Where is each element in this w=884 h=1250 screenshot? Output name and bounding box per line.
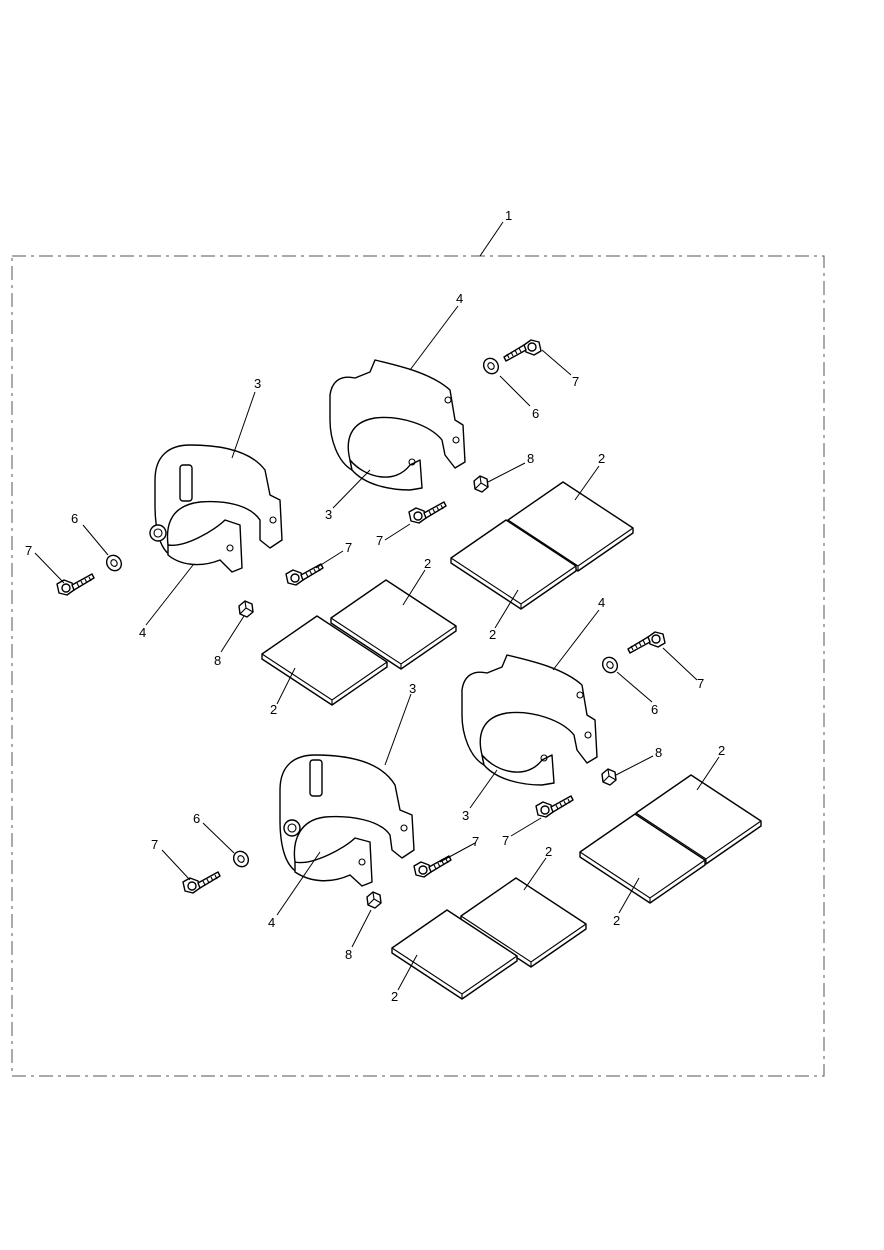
callout-2: 2 — [598, 451, 605, 466]
washer — [479, 354, 503, 378]
hex-nut — [238, 600, 254, 618]
callout-7: 7 — [502, 833, 509, 848]
exhaust-clamp — [149, 444, 283, 573]
hex-bolt — [408, 501, 447, 524]
callout-3: 3 — [254, 376, 261, 391]
callout-7: 7 — [572, 374, 579, 389]
exhaust-clamp — [329, 359, 466, 491]
hex-bolt — [182, 871, 221, 894]
callout-2: 2 — [489, 627, 496, 642]
exhaust-clamp — [461, 654, 598, 786]
callout-7: 7 — [697, 676, 704, 691]
callout-4: 4 — [139, 625, 146, 640]
callout-8: 8 — [655, 745, 662, 760]
callout-4: 4 — [598, 595, 605, 610]
callout-2: 2 — [424, 556, 431, 571]
hex-nut — [473, 475, 489, 493]
hex-bolt — [535, 795, 574, 818]
callout-6: 6 — [532, 406, 539, 421]
hex-bolt — [503, 339, 542, 362]
callout-2: 2 — [270, 702, 277, 717]
exhaust-clamp — [279, 754, 415, 887]
hex-bolt — [56, 573, 95, 596]
callout-2: 2 — [545, 844, 552, 859]
callout-8: 8 — [527, 451, 534, 466]
hex-nut — [601, 768, 617, 786]
callout-7: 7 — [376, 533, 383, 548]
callout-1: 1 — [505, 208, 512, 223]
callout-7: 7 — [345, 540, 352, 555]
callout-2: 2 — [718, 743, 725, 758]
callout-7: 7 — [472, 834, 479, 849]
hex-nut — [366, 891, 382, 909]
kit-boundary — [11, 255, 825, 1077]
leader-lines — [34, 221, 720, 991]
callout-2: 2 — [391, 989, 398, 1004]
hex-bolt — [627, 631, 666, 654]
callout-6: 6 — [193, 811, 200, 826]
callout-4: 4 — [268, 915, 275, 930]
callout-7: 7 — [25, 543, 32, 558]
washer — [102, 551, 126, 575]
callout-6: 6 — [651, 702, 658, 717]
callout-3: 3 — [462, 808, 469, 823]
callout-7: 7 — [151, 837, 158, 852]
callout-6: 6 — [71, 511, 78, 526]
callout-4: 4 — [456, 291, 463, 306]
washer — [229, 847, 253, 871]
callout-3: 3 — [325, 507, 332, 522]
callout-3: 3 — [409, 681, 416, 696]
callout-8: 8 — [345, 947, 352, 962]
callout-8: 8 — [214, 653, 221, 668]
callout-2: 2 — [613, 913, 620, 928]
callout-labels: 1 3 4 7 6 8 4 3 7 6 8 7 7 2 2 2 2 4 3 7 … — [25, 208, 725, 1004]
